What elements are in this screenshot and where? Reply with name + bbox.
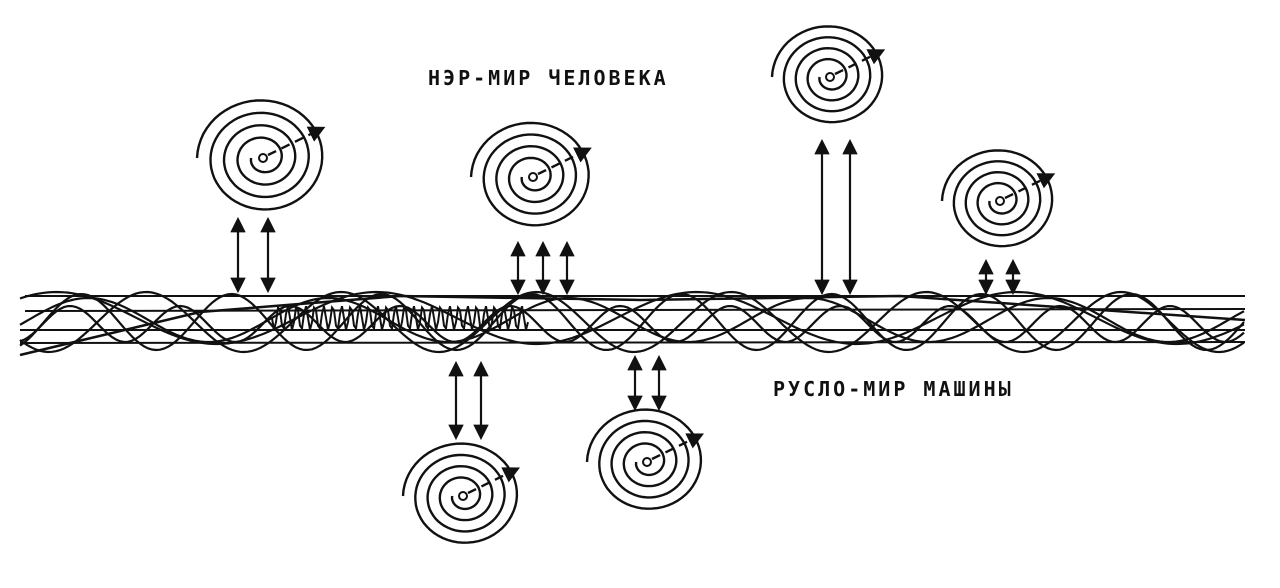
spiral-radius-arrow <box>651 433 705 461</box>
wave-path <box>19 292 1245 352</box>
spiral-center-dot <box>458 491 468 501</box>
spiral-center-dot <box>995 196 1005 206</box>
coil-path <box>271 305 529 331</box>
wave-path <box>19 296 1245 344</box>
spiral-path <box>401 442 519 544</box>
spiral-center-dot <box>258 153 268 163</box>
spiral-radius-arrow <box>267 126 326 157</box>
spiral-unit-6 <box>585 408 705 510</box>
human-world-label: НЭР-МИР ЧЕЛОВЕКА <box>428 66 669 90</box>
spring-coil <box>271 305 529 331</box>
spiral-unit-1 <box>195 99 326 211</box>
spiral-group <box>195 25 1056 544</box>
spiral-center-dot <box>528 172 538 182</box>
spiral-unit-2 <box>469 121 592 227</box>
channel-band <box>19 294 1246 357</box>
spiral-path <box>585 408 703 510</box>
wave-path <box>19 290 1245 346</box>
spiral-radius-arrow <box>1004 173 1056 200</box>
spiral-path <box>940 149 1054 248</box>
spiral-unit-5 <box>401 442 521 544</box>
channel-diagonal <box>19 294 1246 357</box>
spiral-center-dot <box>825 72 835 82</box>
arrow-group <box>230 138 1021 441</box>
spiral-radius-arrow <box>467 467 521 495</box>
wave-path <box>19 290 1245 354</box>
spiral-unit-4 <box>940 149 1056 248</box>
spiral-path <box>469 121 590 227</box>
spiral-radius-arrow <box>834 49 886 76</box>
spiral-path <box>770 25 884 124</box>
spiral-radius-arrow <box>537 147 592 176</box>
spiral-center-dot <box>642 457 652 467</box>
spiral-path <box>195 99 324 211</box>
spiral-unit-3 <box>770 25 886 124</box>
machine-world-label: РУСЛО-МИР МАШИНЫ <box>773 377 1014 401</box>
wave-group <box>19 290 1245 354</box>
